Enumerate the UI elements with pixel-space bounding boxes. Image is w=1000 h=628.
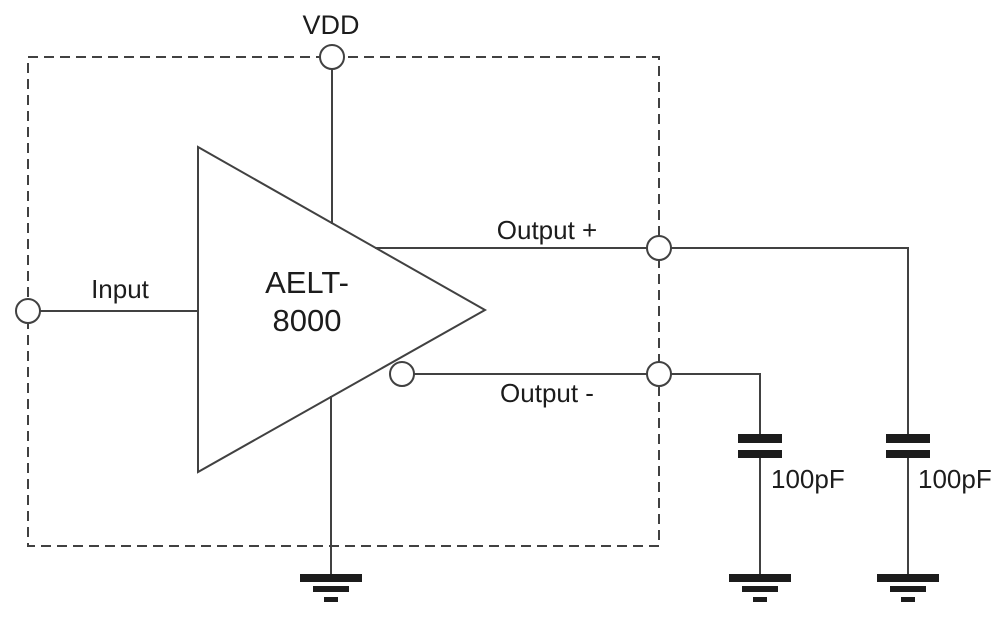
output-plus-wire (375, 247, 909, 435)
capacitor-1 (738, 434, 782, 458)
output-minus-terminal (646, 361, 672, 387)
ground-bar-medium (890, 586, 926, 592)
ground-bar-large (300, 574, 362, 582)
amplifier-name-line1: AELT- (265, 265, 349, 300)
ground-symbol-amp (300, 574, 362, 602)
ground-bar-medium (313, 586, 349, 592)
ground-bar-small (324, 597, 338, 602)
amplifier-symbol (197, 145, 488, 474)
ground-bar-small (753, 597, 767, 602)
input-terminal (15, 298, 41, 324)
output-minus-label: Output - (500, 378, 594, 408)
output-minus-wire (402, 373, 761, 435)
capacitor-1-plate-bottom (738, 450, 782, 458)
capacitor-2-plate-bottom (886, 450, 930, 458)
ground-bar-small (901, 597, 915, 602)
capacitor-2-plate-top (886, 434, 930, 443)
amp-output-minus-pin (389, 361, 415, 387)
cap2-value-label: 100pF (918, 464, 992, 494)
vdd-terminal (319, 44, 345, 70)
capacitor-2 (886, 434, 930, 458)
ground-symbol-cap1 (729, 574, 791, 602)
amplifier-name-line2: 8000 (273, 303, 342, 338)
ground-bar-large (729, 574, 791, 582)
output-plus-terminal (646, 235, 672, 261)
vdd-label: VDD (302, 10, 359, 40)
ground-bar-large (877, 574, 939, 582)
capacitor-1-plate-top (738, 434, 782, 443)
cap1-value-label: 100pF (771, 464, 845, 494)
ground-bar-medium (742, 586, 778, 592)
input-label: Input (91, 274, 150, 304)
ground-symbol-cap2 (877, 574, 939, 602)
output-plus-label: Output + (497, 215, 597, 245)
